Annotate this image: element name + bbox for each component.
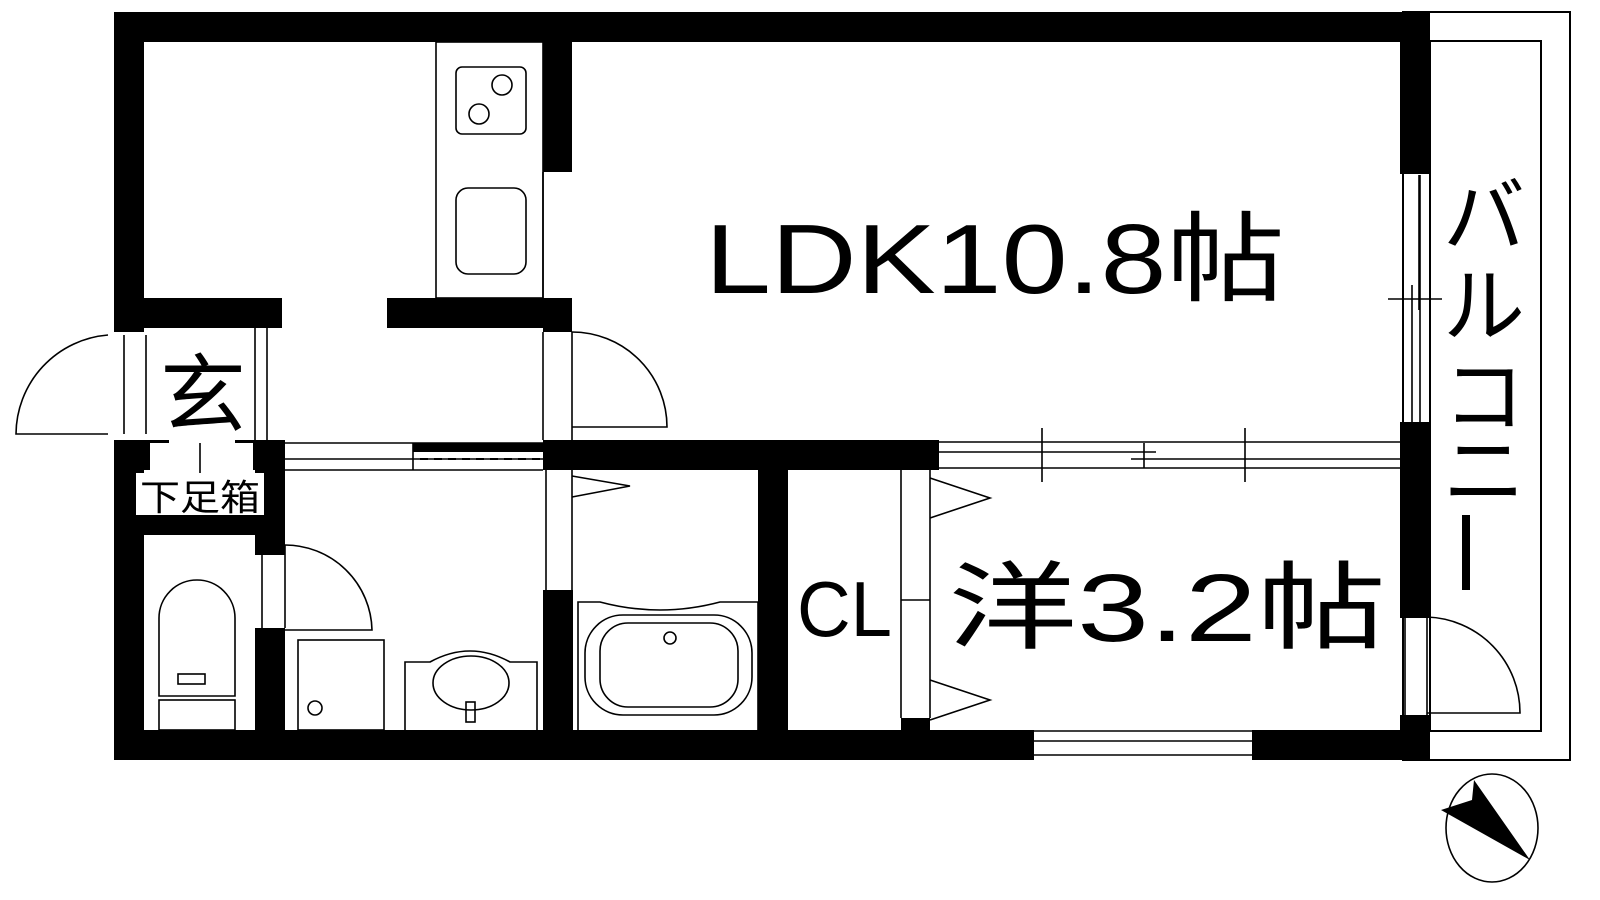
- shoe-box: [136, 443, 264, 515]
- balcony-label: バ ル コ ニ: [1443, 172, 1525, 590]
- ldk-label: LDK10.8帖: [705, 204, 1285, 314]
- bathtub-icon: [577, 601, 759, 730]
- walls: [114, 12, 1430, 760]
- toilet-icon: [158, 579, 236, 731]
- wash-basin-icon: [404, 650, 538, 730]
- western-room-label: 洋3.2帖: [948, 555, 1386, 662]
- shoe-box-label: 下足箱: [140, 477, 260, 518]
- sink-icon: [455, 187, 527, 275]
- svg-text:コ: コ: [1443, 352, 1525, 443]
- entrance-label: 玄: [160, 348, 246, 444]
- svg-text:バ: バ: [1443, 172, 1525, 263]
- kitchen-counter: [435, 41, 544, 299]
- closet-label: CL: [797, 565, 892, 653]
- washing-machine-space: [297, 639, 385, 731]
- svg-text:ル: ル: [1443, 262, 1525, 353]
- doors: [15, 328, 1521, 721]
- compass-north-arrow-icon: [1441, 773, 1539, 883]
- svg-text:ニ: ニ: [1443, 427, 1525, 518]
- windows: [285, 175, 1442, 756]
- stove-icon: [455, 66, 527, 135]
